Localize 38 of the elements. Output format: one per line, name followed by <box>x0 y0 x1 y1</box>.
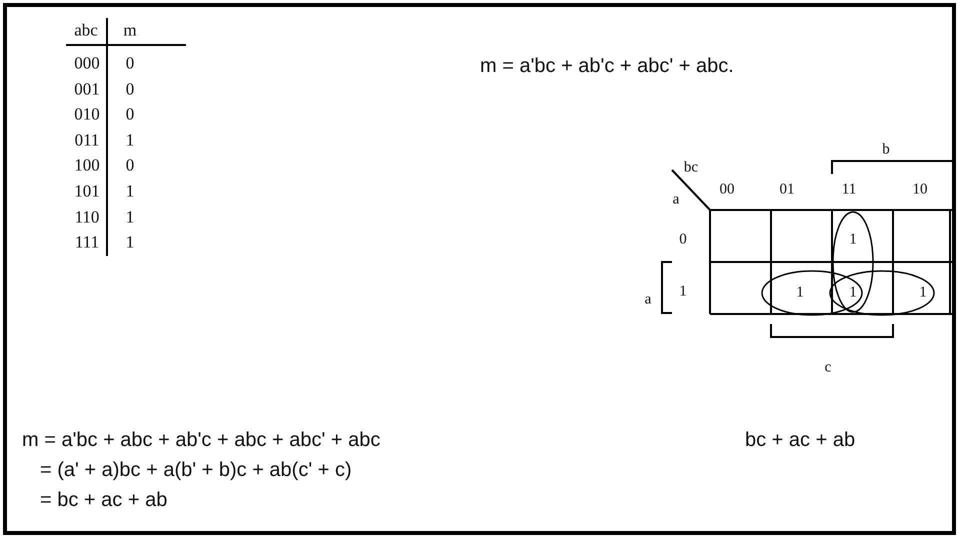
axis-label: a <box>644 292 652 308</box>
equation: = (a' + a)bc + a(b' + b)c + ab(c' + c) <box>40 460 352 480</box>
map-cell-value: 1 <box>796 286 804 300</box>
column-header: 10 <box>912 182 928 198</box>
table-cell: 1 <box>126 131 134 148</box>
table-header: m <box>123 22 137 38</box>
table-cell: 001 <box>74 80 100 98</box>
axis-label: c <box>824 360 832 376</box>
map-cell-value: 1 <box>849 286 857 300</box>
column-header: 11 <box>842 182 856 198</box>
map-cell-value: 1 <box>919 286 927 300</box>
column-header: 01 <box>780 182 794 198</box>
table-cell: 101 <box>74 182 100 200</box>
axis-label: bc <box>684 160 698 176</box>
table-header: abc <box>74 22 98 38</box>
table-cell: 1 <box>126 234 134 251</box>
table-cell: 0 <box>126 106 134 123</box>
table-cell: 000 <box>74 54 100 72</box>
table-cell: 010 <box>74 106 100 123</box>
table-cell: 110 <box>74 208 100 226</box>
table-cell: 0 <box>126 80 134 98</box>
table-cell: 1 <box>126 182 134 200</box>
table-cell: 0 <box>126 54 134 72</box>
equation: bc + ac + ab <box>745 430 856 450</box>
axis-label: b <box>882 142 890 158</box>
table-cell: 100 <box>74 156 100 174</box>
row-header: 0 <box>679 232 687 248</box>
axis-label: a <box>672 192 680 208</box>
equation: = bc + ac + ab <box>40 490 168 510</box>
equation: m = a'bc + ab'c + abc' + abc. <box>480 56 734 76</box>
table-cell: 1 <box>126 208 134 226</box>
table-cell: 011 <box>74 131 100 148</box>
table-cell: 111 <box>74 234 100 251</box>
table-cell: 0 <box>126 156 134 174</box>
column-header: 00 <box>720 182 734 198</box>
row-header: 1 <box>679 284 687 300</box>
equation: m = a'bc + abc + ab'c + abc + abc' + abc <box>22 430 380 450</box>
map-cell-value: 1 <box>849 232 857 248</box>
